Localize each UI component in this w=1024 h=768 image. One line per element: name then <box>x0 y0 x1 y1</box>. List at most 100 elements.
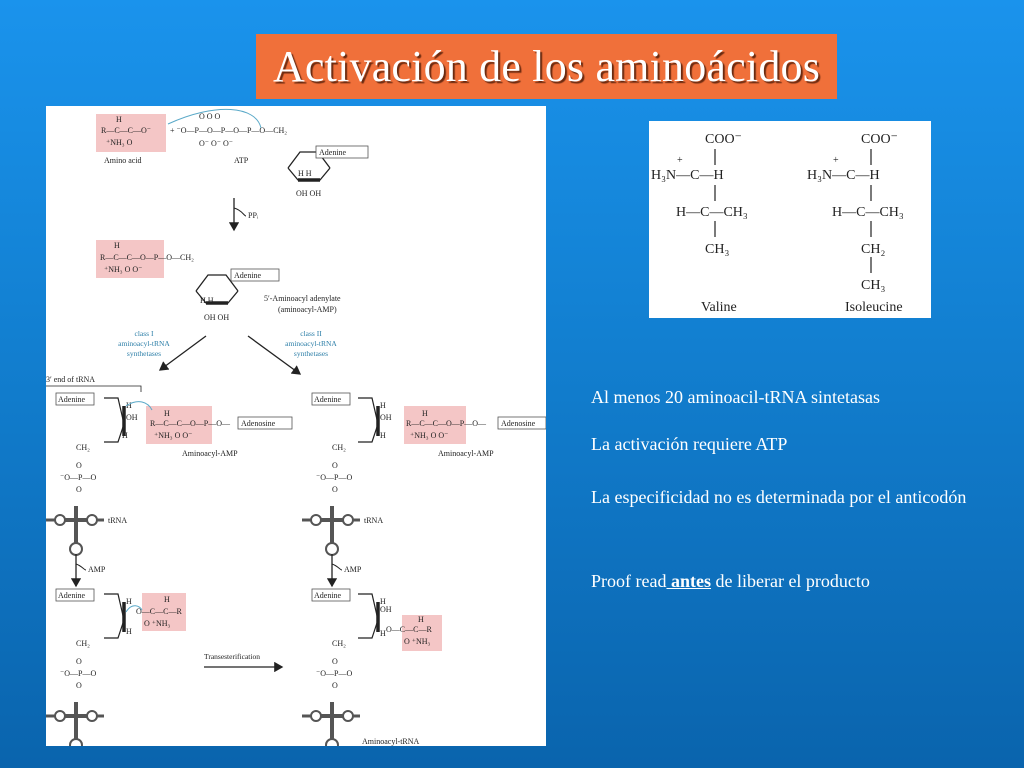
adenylate-highlight <box>96 240 164 278</box>
svg-text:H: H <box>126 401 132 410</box>
proofread-emphasis: antes <box>666 571 711 591</box>
svg-text:⁺NH₃ O O⁻: ⁺NH₃ O O⁻ <box>104 265 142 274</box>
amp-label-l: AMP <box>88 565 106 574</box>
svg-text:H—C—CH₃: H—C—CH₃ <box>832 205 904 220</box>
adenine-label-top: Adenine <box>319 148 347 157</box>
svg-text:H: H <box>116 115 122 124</box>
svg-text:H: H <box>380 629 386 638</box>
svg-text:+ ⁻O—P—O—P—O—P—O—CH₂: + ⁻O—P—O—P—O—P—O—CH₂ <box>170 126 287 135</box>
class1-line2: aminoacyl-tRNA <box>118 339 170 348</box>
svg-text:H: H <box>380 597 386 606</box>
slide-title: Activación de los aminoácidos <box>272 42 821 91</box>
svg-text:CH₃: CH₃ <box>705 242 729 257</box>
svg-text:CH₂: CH₂ <box>332 639 346 648</box>
amino-acid-highlight <box>96 114 166 152</box>
svg-text:R—C—C—O⁻: R—C—C—O⁻ <box>101 126 151 135</box>
svg-text:R—C—C—O—P—O—: R—C—C—O—P—O— <box>406 419 487 428</box>
class2-line3: synthetases <box>294 349 328 358</box>
svg-text:⁻O—P—O: ⁻O—P—O <box>316 669 352 678</box>
amino-acid-label: Amino acid <box>104 156 142 165</box>
svg-text:⁺NH₃ O O⁻: ⁺NH₃ O O⁻ <box>410 431 448 440</box>
svg-text:H—C—CH₃: H—C—CH₃ <box>676 205 748 220</box>
isoleucine-label: Isoleucine <box>845 300 903 315</box>
bullet-specificity: La especificidad no es determinada por e… <box>591 487 967 507</box>
svg-text:H: H <box>126 597 132 606</box>
structures-svg: COO⁻ + H₃N—C—H H—C—CH₃ CH₃ Valine COO⁻ +… <box>651 132 904 315</box>
class1-line3: synthetases <box>127 349 161 358</box>
aminoacyl-highlight-bl <box>142 593 186 631</box>
trna-label-r1: tRNA <box>364 516 383 525</box>
svg-text:CH₂: CH₂ <box>332 443 346 452</box>
svg-text:O: O <box>76 657 82 666</box>
svg-text:O O O: O O O <box>199 112 221 121</box>
proofread-pre: Proof read <box>591 571 667 591</box>
reaction-diagram: H R—C—C—O⁻ ⁺NH₃ O + ⁻O—P—O—P—O—P—O—CH₂ O… <box>46 106 546 746</box>
svg-text:⁺NH₃ O O⁻: ⁺NH₃ O O⁻ <box>154 431 192 440</box>
proofread-post: de liberar el producto <box>710 571 870 591</box>
transesterification-label: Transesterification <box>204 652 260 661</box>
svg-text:H: H <box>422 409 428 418</box>
adenine-label-mid: Adenine <box>234 271 262 280</box>
svg-text:O: O <box>332 681 338 690</box>
class2-line2: aminoacyl-tRNA <box>285 339 337 348</box>
svg-text:H H: H H <box>200 296 214 305</box>
amp-label-r: AMP <box>344 565 362 574</box>
svg-text:H: H <box>164 409 170 418</box>
svg-text:⁺NH₃ O: ⁺NH₃ O <box>106 138 133 147</box>
bullet-proofread: Proof read antes de liberar el producto <box>591 568 991 595</box>
svg-text:H: H <box>380 431 386 440</box>
svg-text:H: H <box>164 595 170 604</box>
adenosine-label-l: Adenosine <box>241 419 276 428</box>
svg-text:CH₂: CH₂ <box>76 639 90 648</box>
svg-text:⁻O—P—O: ⁻O—P—O <box>60 669 96 678</box>
aminoacyl-amp-label-r: Aminoacyl-AMP <box>438 449 494 458</box>
svg-text:CH₂: CH₂ <box>76 443 90 452</box>
aminoacyl-trna-label: Aminoacyl-tRNA <box>362 737 420 746</box>
svg-text:COO⁻: COO⁻ <box>705 132 742 147</box>
svg-text:OH OH: OH OH <box>296 189 321 198</box>
aminoacyl-amp-label-l: Aminoacyl-AMP <box>182 449 238 458</box>
svg-text:O ⁺NH₃: O ⁺NH₃ <box>144 619 171 628</box>
svg-text:H: H <box>122 431 128 440</box>
svg-text:O: O <box>332 485 338 494</box>
adenine-label-r2: Adenine <box>314 591 342 600</box>
svg-text:OH: OH <box>380 605 392 614</box>
svg-text:O ⁺NH₃: O ⁺NH₃ <box>404 637 431 646</box>
title-box: Activación de los aminoácidos <box>256 34 837 99</box>
svg-text:⁻O—P—O: ⁻O—P—O <box>60 473 96 482</box>
bullet-atp: La activación requiere ATP <box>591 434 788 454</box>
atp-label: ATP <box>234 156 249 165</box>
svg-text:H: H <box>380 401 386 410</box>
svg-text:H: H <box>418 615 424 624</box>
adenylate-label: 5′-Aminoacyl adenylate <box>264 294 341 303</box>
svg-text:O: O <box>332 657 338 666</box>
svg-text:R—C—C—O—P—O—CH₂: R—C—C—O—P—O—CH₂ <box>100 253 194 262</box>
svg-text:O—C—C—R: O—C—C—R <box>386 625 432 634</box>
svg-text:O: O <box>76 461 82 470</box>
svg-text:OH OH: OH OH <box>204 313 229 322</box>
valine-label: Valine <box>701 300 737 315</box>
svg-text:O⁻ O⁻ O⁻: O⁻ O⁻ O⁻ <box>199 139 233 148</box>
trna-end-label: 3′ end of tRNA <box>46 375 95 384</box>
class2-line1: class II <box>300 329 322 338</box>
svg-text:O: O <box>76 681 82 690</box>
svg-text:OH: OH <box>126 413 138 422</box>
svg-text:H₃N—C—H: H₃N—C—H <box>807 168 880 183</box>
svg-text:H: H <box>126 627 132 636</box>
svg-text:CH₃: CH₃ <box>861 278 885 293</box>
svg-text:R—C—C—O—P—O—: R—C—C—O—P—O— <box>150 419 231 428</box>
adenosine-label-r: Adenosine <box>501 419 536 428</box>
svg-text:O: O <box>76 485 82 494</box>
svg-text:H H: H H <box>298 169 312 178</box>
svg-text:+: + <box>677 155 683 166</box>
aminoacyl-amp-highlight-r <box>404 406 466 444</box>
bullet-synthetases: Al menos 20 aminoacil-tRNA sintetasas <box>591 387 880 407</box>
svg-text:O—C—C—R: O—C—C—R <box>136 607 182 616</box>
svg-text:+: + <box>833 155 839 166</box>
amino-acid-structures: COO⁻ + H₃N—C—H H—C—CH₃ CH₃ Valine COO⁻ +… <box>649 121 931 318</box>
trna-label-l1: tRNA <box>108 516 127 525</box>
adenylate-paren-label: (aminoacyl-AMP) <box>278 305 337 314</box>
isoleucine-structure: COO⁻ + H₃N—C—H H—C—CH₃ CH₂ CH₃ <box>807 132 904 293</box>
svg-text:OH: OH <box>380 413 392 422</box>
adenine-label-r1: Adenine <box>314 395 342 404</box>
